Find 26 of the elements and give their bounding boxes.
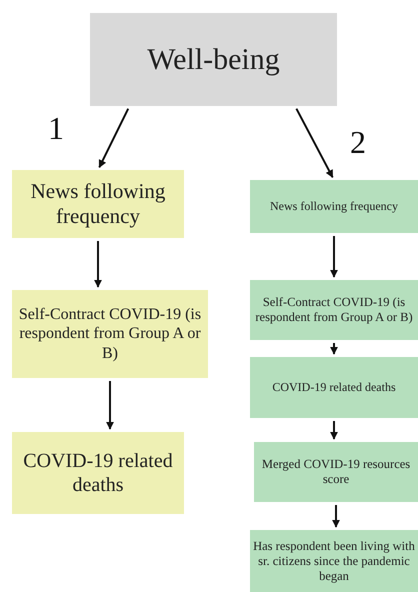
process-box [90,13,337,106]
process-box [12,290,208,378]
box-label: COVID-19 related deaths [22,449,174,497]
box-label: News following frequency [270,199,398,214]
arrow [330,236,338,278]
box-label: Well-being [147,42,280,78]
process-box [250,357,418,418]
arrow [94,241,102,288]
arrow [296,108,334,178]
process-box [250,530,418,592]
process-box [12,170,184,238]
box-label: Self-Contract COVID-19 (is respondent from Group A or B) [18,305,202,363]
process-box [250,280,418,340]
box-label: Self-Contract COVID-19 (is respondent from Group A or B) [254,295,414,325]
box-label: COVID-19 related deaths [272,380,396,395]
arrow [330,343,338,355]
process-box [12,432,184,514]
process-box [250,180,418,233]
arrow [332,505,340,528]
arrow [106,381,114,430]
arrow [98,108,130,168]
box-label: Merged COVID-19 resources score [260,457,412,487]
box-label: News following frequency [30,178,166,230]
process-box [254,442,418,502]
box-label: Has respondent been living with sr. citizens since the pandemic began [253,538,415,584]
arrow [330,421,338,440]
